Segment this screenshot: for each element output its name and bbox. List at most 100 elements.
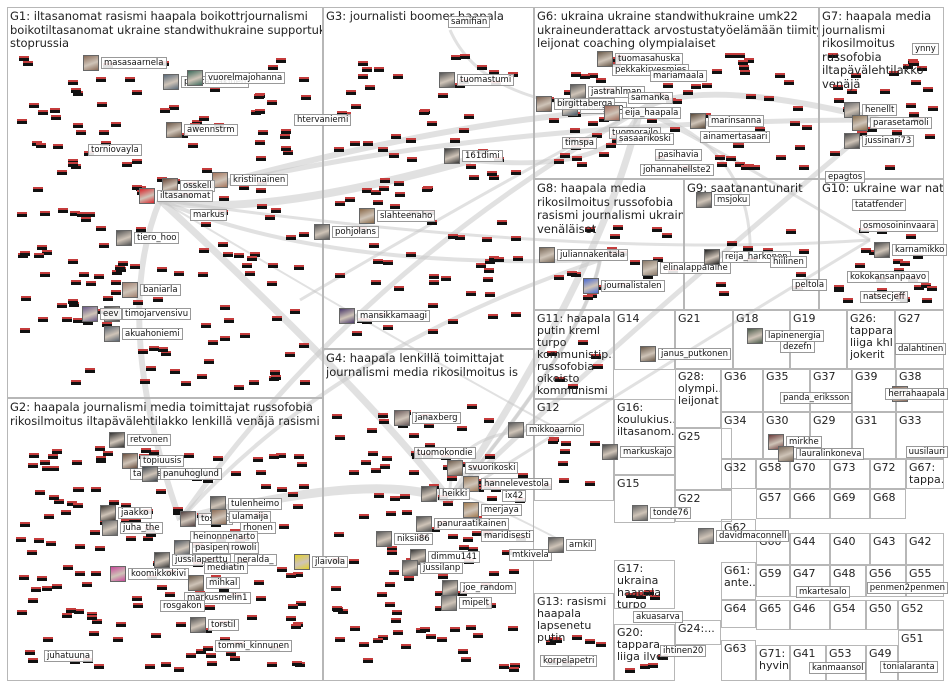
avatar bbox=[597, 51, 613, 67]
avatar bbox=[698, 528, 714, 544]
vertex-label: mipelt bbox=[459, 597, 492, 609]
avatar bbox=[642, 260, 658, 276]
group-label-g11: G11: haapala putin kreml turpo kommunist… bbox=[537, 313, 613, 398]
group-label-g25: G25 bbox=[678, 431, 701, 443]
group-label-g65: G65 bbox=[759, 603, 782, 615]
vertex-label: samanka bbox=[628, 92, 673, 104]
vertex-label: jussinari73 bbox=[862, 135, 914, 147]
vertex-label: penmen2penmen bbox=[867, 582, 948, 594]
group-label-g42: G42 bbox=[909, 536, 932, 548]
avatar bbox=[402, 560, 418, 576]
vertex-label: jlaivola bbox=[312, 556, 348, 568]
avatar bbox=[441, 595, 457, 611]
vertex-label: davidmaconnell bbox=[716, 530, 789, 542]
group-label-g26: G26: tappara liiga khl jokerit bbox=[850, 313, 893, 361]
group-label-g46: G46 bbox=[793, 603, 816, 615]
vertex-label: juhatuuna bbox=[44, 650, 93, 662]
vertex-label: tuomasahuska bbox=[615, 53, 683, 65]
vertex-label: vuorelmajohanna bbox=[205, 72, 285, 84]
group-label-g56: G56 bbox=[869, 568, 892, 580]
vertex-label: tiero_hoo bbox=[134, 232, 179, 244]
avatar bbox=[447, 460, 463, 476]
avatar bbox=[604, 105, 620, 121]
avatar bbox=[109, 432, 125, 448]
avatar bbox=[747, 328, 763, 344]
group-label-g4: G4: haapala lenkillä toimittajat journal… bbox=[326, 352, 518, 379]
avatar bbox=[463, 502, 479, 518]
avatar bbox=[602, 444, 618, 460]
avatar bbox=[110, 566, 126, 582]
vertex-label: akuahoniemi bbox=[122, 328, 183, 340]
group-label-g39: G39 bbox=[855, 371, 878, 383]
group-label-g14: G14 bbox=[617, 313, 640, 325]
group-box-g3 bbox=[323, 7, 534, 349]
avatar bbox=[852, 115, 868, 131]
group-label-g51: G51 bbox=[901, 633, 924, 645]
vertex-label: uusilauri bbox=[906, 446, 948, 458]
vertex-label: msjoku bbox=[714, 194, 750, 206]
avatar bbox=[539, 247, 555, 263]
vertex-label: maridisesti bbox=[481, 530, 534, 542]
group-label-g1: G1: iltasanomat rasismi haapala boikottr… bbox=[10, 10, 322, 51]
group-label-g58: G58 bbox=[759, 462, 782, 474]
vertex-label: mansikkamaagi bbox=[357, 310, 430, 322]
vertex-label: rowoli bbox=[228, 542, 259, 554]
avatar bbox=[102, 520, 118, 536]
vertex-label: ihtinen20 bbox=[660, 645, 706, 657]
avatar bbox=[548, 537, 564, 553]
vertex-label: parasetamoli bbox=[870, 117, 932, 129]
group-label-g71: G71: hyvin... bbox=[759, 648, 789, 672]
vertex-label: tuomokondie bbox=[414, 447, 476, 459]
vertex-label: epagtos bbox=[825, 171, 865, 183]
vertex-label: jussilanp bbox=[420, 562, 463, 574]
avatar bbox=[166, 122, 182, 138]
vertex-label: torstil bbox=[208, 619, 239, 631]
vertex-label: mihkal bbox=[206, 577, 240, 589]
group-label-g50: G50 bbox=[869, 603, 892, 615]
vertex-label: markuskajo bbox=[620, 446, 675, 458]
avatar bbox=[122, 282, 138, 298]
group-label-g69: G69 bbox=[833, 492, 856, 504]
group-label-g72: G72 bbox=[873, 462, 896, 474]
vertex-label: slahteenaho bbox=[377, 210, 435, 222]
vertex-label: juha_the bbox=[120, 522, 163, 534]
group-label-g36: G36 bbox=[724, 371, 747, 383]
avatar bbox=[690, 113, 706, 129]
group-label-g22: G22 bbox=[678, 493, 701, 505]
avatar bbox=[211, 509, 227, 525]
vertex-label: koomikkokivi bbox=[128, 568, 189, 580]
avatar bbox=[154, 552, 170, 568]
vertex-label: lauralinkoneva bbox=[796, 448, 864, 460]
avatar bbox=[704, 249, 720, 265]
vertex-label: torniovayla bbox=[88, 144, 142, 156]
vertex-label: journalistalen bbox=[601, 280, 665, 292]
avatar bbox=[376, 531, 392, 547]
vertex-label: svuorikoski bbox=[465, 462, 518, 474]
vertex-label: jaakko bbox=[118, 507, 152, 519]
group-label-g61: G61: ante... bbox=[724, 565, 755, 589]
avatar bbox=[163, 74, 179, 90]
group-label-g29: G29 bbox=[813, 415, 836, 427]
group-label-g47: G47 bbox=[793, 568, 816, 580]
vertex-label: tonialaranta bbox=[880, 661, 938, 673]
vertex-label: masasaarnela bbox=[101, 57, 167, 69]
vertex-label: tulenheimo bbox=[228, 498, 282, 510]
vertex-label: iltasanomat bbox=[157, 190, 213, 202]
group-label-g73: G73 bbox=[833, 462, 856, 474]
group-label-g2: G2: haapala journalismi media toimittaja… bbox=[10, 401, 320, 428]
vertex-label: hannelevestola bbox=[481, 478, 552, 490]
group-label-g67: G67: tappa... bbox=[909, 462, 943, 486]
avatar bbox=[508, 422, 524, 438]
vertex-label: retvonen bbox=[127, 434, 171, 446]
avatar bbox=[142, 466, 158, 482]
vertex-label: panuraatikainen bbox=[434, 518, 509, 530]
vertex-label: pasihavia bbox=[655, 149, 702, 161]
avatar bbox=[359, 208, 375, 224]
avatar bbox=[314, 224, 330, 240]
group-label-g24: G24:... bbox=[678, 623, 715, 635]
group-label-g44: G44 bbox=[793, 536, 816, 548]
vertex-label: ix42 bbox=[502, 490, 526, 502]
group-label-g32: G32 bbox=[724, 462, 747, 474]
vertex-label: panda_eriksson bbox=[780, 392, 852, 404]
vertex-label: joe_random bbox=[460, 582, 516, 594]
